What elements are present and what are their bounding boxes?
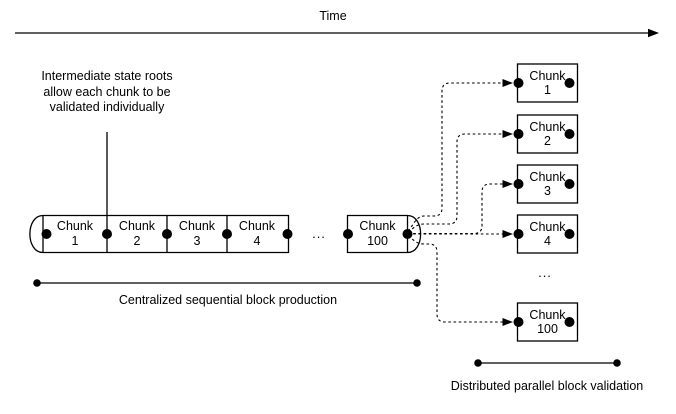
validation-chunk-2-label: Chunk 2 [518, 120, 578, 149]
state-root-dot [41, 229, 52, 239]
validation-caption: Distributed parallel block validation [450, 379, 644, 393]
validation-chunk-3-label: Chunk 3 [518, 170, 578, 199]
state-root-dot [513, 229, 524, 239]
chunk-number: 4 [253, 233, 261, 248]
chunk-number: 1 [544, 83, 551, 97]
chunk-word: Chunk [56, 219, 94, 233]
span-end-dot [613, 359, 621, 367]
state-root-dot [102, 229, 112, 239]
chunk-number: 100 [537, 322, 558, 336]
state-root-dot [282, 229, 293, 239]
strip-chunk-3-label: Chunk 3 [167, 219, 227, 248]
chunk-word: Chunk [178, 219, 216, 233]
production-caption: Centralized sequential block production [118, 293, 338, 307]
strip-chunk-4-label: Chunk 4 [227, 219, 287, 248]
chunk-number: 3 [193, 233, 201, 248]
annotation-line-3: validated individually [49, 100, 165, 114]
chunk-word: Chunk [529, 119, 566, 134]
strip-chunk-2-label: Chunk 2 [107, 219, 167, 248]
chunk-number: 3 [544, 184, 551, 198]
connector-to-chunk-3 [408, 183, 503, 235]
state-root-dot [222, 229, 232, 239]
production-span [33, 279, 421, 287]
validation-chunk-1-label: Chunk 1 [518, 69, 578, 98]
chunk-number: 4 [544, 234, 551, 248]
chunk-number: 100 [367, 233, 388, 248]
strip-ellipsis: ... [312, 226, 326, 241]
state-root-dot [564, 179, 575, 189]
connector-arrowhead-2-icon [502, 130, 513, 138]
chunk-number: 2 [133, 233, 141, 248]
annotation-arrow [103, 132, 111, 228]
state-root-dot [564, 317, 575, 327]
state-root-dot [162, 229, 172, 239]
chunk-word: Chunk [118, 219, 156, 233]
chunk-word: Chunk [529, 219, 566, 234]
chunk-number: 2 [544, 134, 551, 148]
state-root-dot [343, 229, 353, 239]
validation-chunk-4-label: Chunk 4 [518, 220, 578, 249]
annotation-line-2: allow each chunk to be [43, 84, 171, 99]
state-root-dot [564, 78, 575, 88]
connector-arrowhead-1-icon [502, 79, 513, 87]
annotation-text: Intermediate state roots allow each chun… [25, 69, 189, 116]
state-root-dot [564, 129, 575, 139]
state-root-dot [513, 317, 524, 327]
state-root-dots [41, 78, 575, 327]
connector-arrowhead-4-icon [502, 230, 513, 238]
chunk-word: Chunk [359, 219, 396, 233]
time-axis-arrow [15, 28, 659, 38]
chunk-word: Chunk [529, 68, 566, 83]
connector-arrowhead-3-icon [502, 180, 513, 188]
validation-connectors [407, 82, 503, 323]
time-axis-arrowhead-icon [648, 28, 659, 38]
annotation-line-1: Intermediate state roots [41, 69, 173, 83]
time-label: Time [319, 9, 347, 23]
state-root-dot [402, 229, 413, 239]
connector-to-chunk-2 [407, 133, 503, 233]
strip-chunk-1-label: Chunk 1 [45, 219, 105, 248]
chunk-number: 1 [71, 233, 79, 248]
connector-arrowhead-100-icon [502, 318, 513, 326]
span-end-dot [413, 279, 421, 287]
connector-to-chunk-100 [407, 235, 503, 323]
validation-ellipsis: ... [538, 265, 552, 280]
chunk-word: Chunk [529, 307, 566, 322]
state-root-dot [513, 129, 524, 139]
state-root-dot [513, 78, 524, 88]
state-root-dot [564, 229, 575, 239]
span-end-dot [474, 359, 482, 367]
validation-chunk-100-label: Chunk 100 [518, 308, 578, 337]
span-end-dot [33, 279, 41, 287]
state-root-dot [513, 179, 524, 189]
validation-span [474, 359, 621, 367]
chunk-word: Chunk [529, 169, 566, 184]
chunk-word: Chunk [238, 219, 276, 233]
connector-arrowheads [502, 79, 513, 326]
validation-boxes [516, 63, 579, 342]
connector-to-chunk-1 [407, 82, 503, 232]
strip-chunk-100-label: Chunk 100 [348, 219, 408, 248]
